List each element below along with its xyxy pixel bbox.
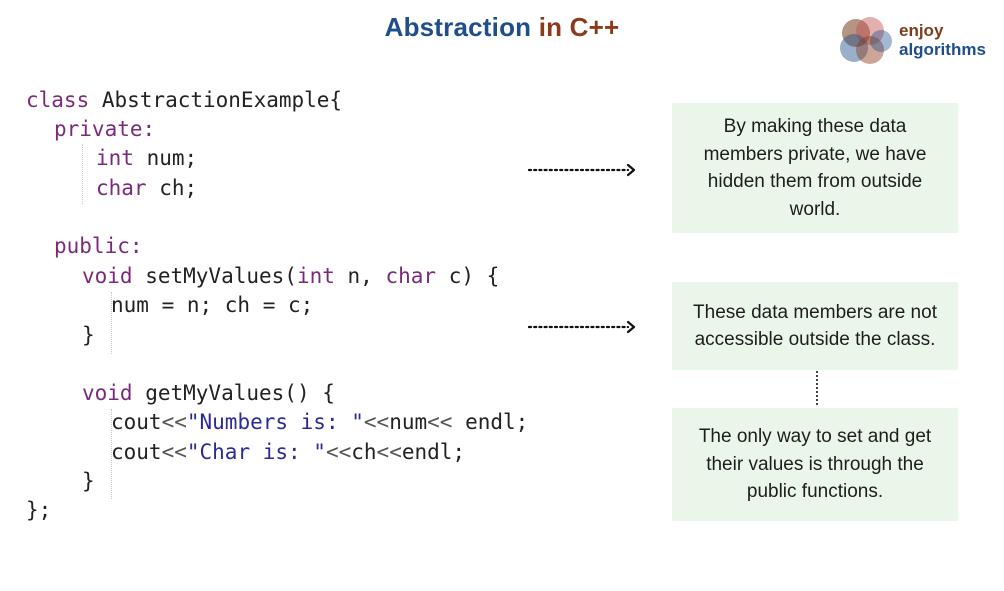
code-line: private: [54, 115, 155, 144]
endl: endl; [452, 410, 529, 434]
logo-line-enjoy: enjoy [899, 21, 944, 40]
keyword-class: class [26, 88, 90, 112]
class-name: AbstractionExample{ [89, 88, 343, 112]
class-end: }; [26, 498, 52, 522]
stream-operator: << [325, 440, 352, 464]
code-line: char ch; [96, 174, 197, 203]
code-line: }; [26, 496, 51, 525]
code-line: void getMyValues() { [82, 379, 335, 408]
code-line: } [82, 467, 95, 496]
page-title: Abstraction in C++ [0, 12, 1004, 43]
code-line: num = n; ch = c; [111, 291, 313, 320]
indent-guide [82, 144, 83, 204]
dotted-arrow-icon [528, 163, 636, 177]
stream-operator: << [427, 410, 453, 434]
dotted-connector [816, 371, 818, 405]
keyword-public: public: [54, 234, 143, 258]
num-declaration: num; [133, 146, 198, 170]
ch-declaration: ch; [146, 176, 198, 200]
set-signature-part: n, [334, 264, 386, 288]
code-line: void setMyValues(int n, char c) { [82, 262, 499, 291]
stream-operator: << [363, 410, 390, 434]
code-line: class AbstractionExample{ [26, 86, 342, 115]
variable: ch [351, 440, 377, 464]
set-signature-part: c) { [436, 264, 500, 288]
assignment-statement: num = n; ch = c; [111, 293, 314, 317]
endl: endl; [401, 440, 466, 464]
code-line: } [82, 321, 95, 350]
note-text: By making these data members private, we… [703, 116, 927, 220]
cout-keyword: cout [111, 440, 162, 464]
keyword-char: char [385, 264, 437, 288]
stream-operator: << [376, 440, 402, 464]
note-public-functions: The only way to set and get their values… [672, 408, 958, 521]
logo-line-algorithms: algorithms [899, 40, 986, 59]
code-line: cout<<"Char is: "<<ch<<endl; [111, 438, 465, 467]
keyword-void: void [82, 264, 133, 288]
keyword-char: char [96, 176, 147, 200]
enjoyalgorithms-logo: enjoy algorithms [836, 12, 1001, 72]
note-text: These data members are not accessible ou… [693, 301, 937, 351]
indent-guide [111, 292, 112, 354]
keyword-void: void [82, 381, 133, 405]
variable: num [389, 410, 428, 434]
get-signature: getMyValues() { [132, 381, 335, 405]
title-in-cpp: in C++ [538, 12, 620, 42]
indent-guide [111, 409, 112, 499]
code-line: public: [54, 232, 143, 261]
keyword-int: int [296, 264, 335, 288]
set-signature-part: setMyValues( [132, 264, 297, 288]
note-not-accessible: These data members are not accessible ou… [672, 282, 958, 370]
note-text: The only way to set and get their values… [698, 426, 932, 503]
stream-operator: << [161, 410, 187, 434]
stream-operator: << [161, 440, 187, 464]
closing-brace: } [82, 323, 95, 347]
code-line: cout<<"Numbers is: "<<num<< endl; [111, 408, 528, 437]
code-block: class AbstractionExample{ private: int n… [26, 86, 626, 536]
note-private-members: By making these data members private, we… [672, 103, 958, 233]
cout-keyword: cout [111, 410, 162, 434]
keyword-int: int [96, 146, 134, 170]
string-literal: "Numbers is: " [186, 410, 364, 434]
string-literal: "Char is: " [186, 440, 326, 464]
title-abstraction: Abstraction [384, 12, 532, 42]
closing-brace: } [82, 469, 95, 493]
keyword-private: private: [54, 117, 156, 141]
dotted-arrow-icon [528, 320, 636, 334]
logo-circles-icon [840, 17, 892, 64]
logo-text: enjoy algorithms [899, 21, 986, 59]
code-line: int num; [96, 144, 197, 173]
